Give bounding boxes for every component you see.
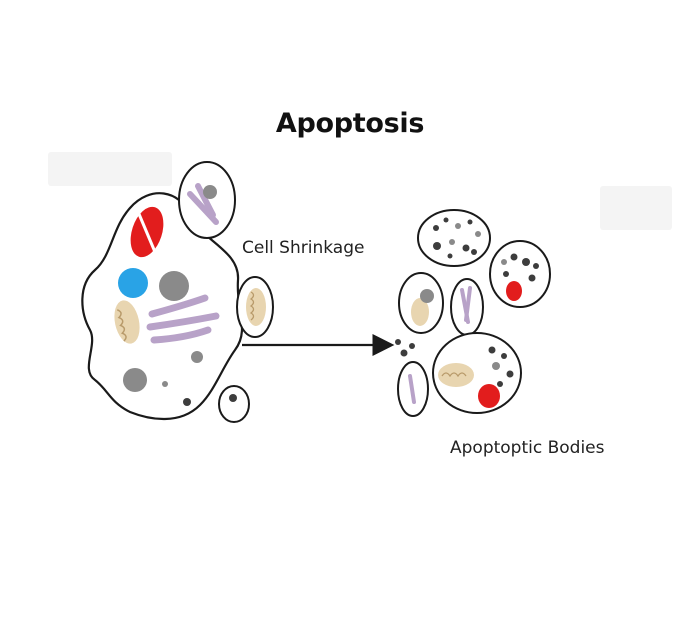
loose-fragments xyxy=(395,339,415,357)
nucleus-grey xyxy=(159,271,189,301)
body-dots xyxy=(417,209,491,267)
background-smudge xyxy=(48,152,172,186)
nucleus-blue xyxy=(118,268,148,298)
apoptotic-bodies-label: Apoptoptic Bodies xyxy=(450,438,605,458)
mitochondrion xyxy=(114,300,140,344)
body-red xyxy=(489,240,551,308)
body-bottom xyxy=(218,385,250,423)
diagram-title: Apoptosis xyxy=(275,108,425,139)
cell-shrinkage-label: Cell Shrinkage xyxy=(242,238,365,258)
body-top-left xyxy=(178,161,236,239)
vesicle-grey xyxy=(123,368,147,392)
body-mito-nucleus xyxy=(398,272,444,334)
body-purple-top xyxy=(450,278,484,336)
body-large xyxy=(432,332,522,414)
granule xyxy=(162,381,168,387)
shrinking-cell xyxy=(81,192,244,421)
vesicle-grey-small xyxy=(191,351,203,363)
granule xyxy=(183,398,191,406)
background-smudge xyxy=(600,186,672,230)
golgi-apparatus xyxy=(146,294,220,344)
body-purple-bottom xyxy=(397,361,429,417)
body-mitochondrion xyxy=(236,276,274,338)
